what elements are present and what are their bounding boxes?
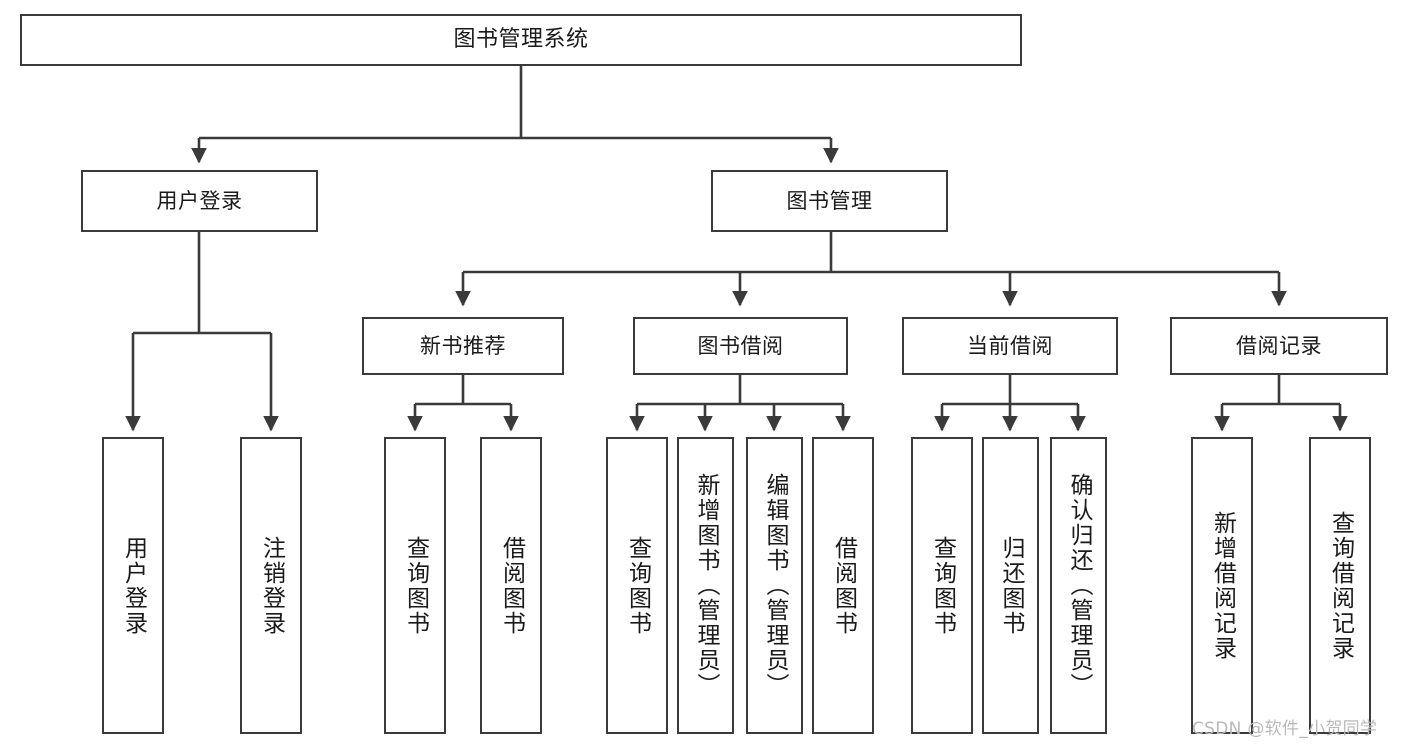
leaf-current-return-book[interactable]: 归还图书: [982, 437, 1039, 734]
leaf-record-query-record[interactable]: 查询借阅记录: [1309, 437, 1371, 734]
leaf-record-add-record[interactable]: 新增借阅记录: [1191, 437, 1253, 734]
node-label: 查询图书: [624, 535, 651, 636]
node-book-management[interactable]: 图书管理: [711, 170, 948, 232]
node-label: 注销登录: [258, 535, 285, 636]
node-label: 当前借阅: [967, 333, 1053, 358]
csdn-watermark: CSDN @软件_小贺同学: [1192, 719, 1378, 739]
node-borrow-record[interactable]: 借阅记录: [1170, 317, 1388, 375]
node-label: 图书管理系统: [453, 27, 589, 53]
node-label: 确认归还（管理员）: [1066, 473, 1092, 698]
node-label: 查询借阅记录: [1327, 510, 1354, 661]
node-label: 归还图书: [998, 535, 1024, 636]
node-label: 借阅图书: [498, 535, 525, 636]
node-label: 查询图书: [402, 535, 429, 636]
leaf-user-logout[interactable]: 注销登录: [240, 437, 302, 734]
node-user-login[interactable]: 用户登录: [81, 170, 318, 232]
leaf-borrow-add-book-admin[interactable]: 新增图书（管理员）: [677, 437, 734, 734]
leaf-borrow-edit-book-admin[interactable]: 编辑图书（管理员）: [746, 437, 803, 734]
node-label: 图书借阅: [697, 333, 784, 358]
node-label: 新增图书（管理员）: [693, 473, 719, 698]
node-label: 用户登录: [156, 188, 243, 213]
node-label: 查询图书: [929, 535, 956, 636]
node-label: 用户登录: [120, 535, 147, 636]
leaf-current-confirm-return-admin[interactable]: 确认归还（管理员）: [1050, 437, 1107, 734]
node-label: 图书管理: [786, 188, 873, 213]
node-book-borrow[interactable]: 图书借阅: [633, 317, 848, 375]
node-label: 借阅记录: [1236, 333, 1322, 358]
leaf-recommend-borrow-book[interactable]: 借阅图书: [480, 437, 542, 734]
node-root-system[interactable]: 图书管理系统: [20, 14, 1022, 66]
node-new-book-recommend[interactable]: 新书推荐: [362, 317, 564, 375]
leaf-borrow-borrow-book[interactable]: 借阅图书: [812, 437, 874, 734]
node-current-borrow[interactable]: 当前借阅: [902, 317, 1118, 375]
node-label: 编辑图书（管理员）: [762, 473, 788, 698]
leaf-borrow-query-book[interactable]: 查询图书: [606, 437, 668, 734]
leaf-recommend-query-book[interactable]: 查询图书: [384, 437, 446, 734]
node-label: 新书推荐: [420, 333, 506, 358]
node-label: 借阅图书: [830, 535, 857, 636]
node-label: 新增借阅记录: [1209, 510, 1236, 661]
leaf-user-login[interactable]: 用户登录: [102, 437, 164, 734]
leaf-current-query-book[interactable]: 查询图书: [911, 437, 973, 734]
